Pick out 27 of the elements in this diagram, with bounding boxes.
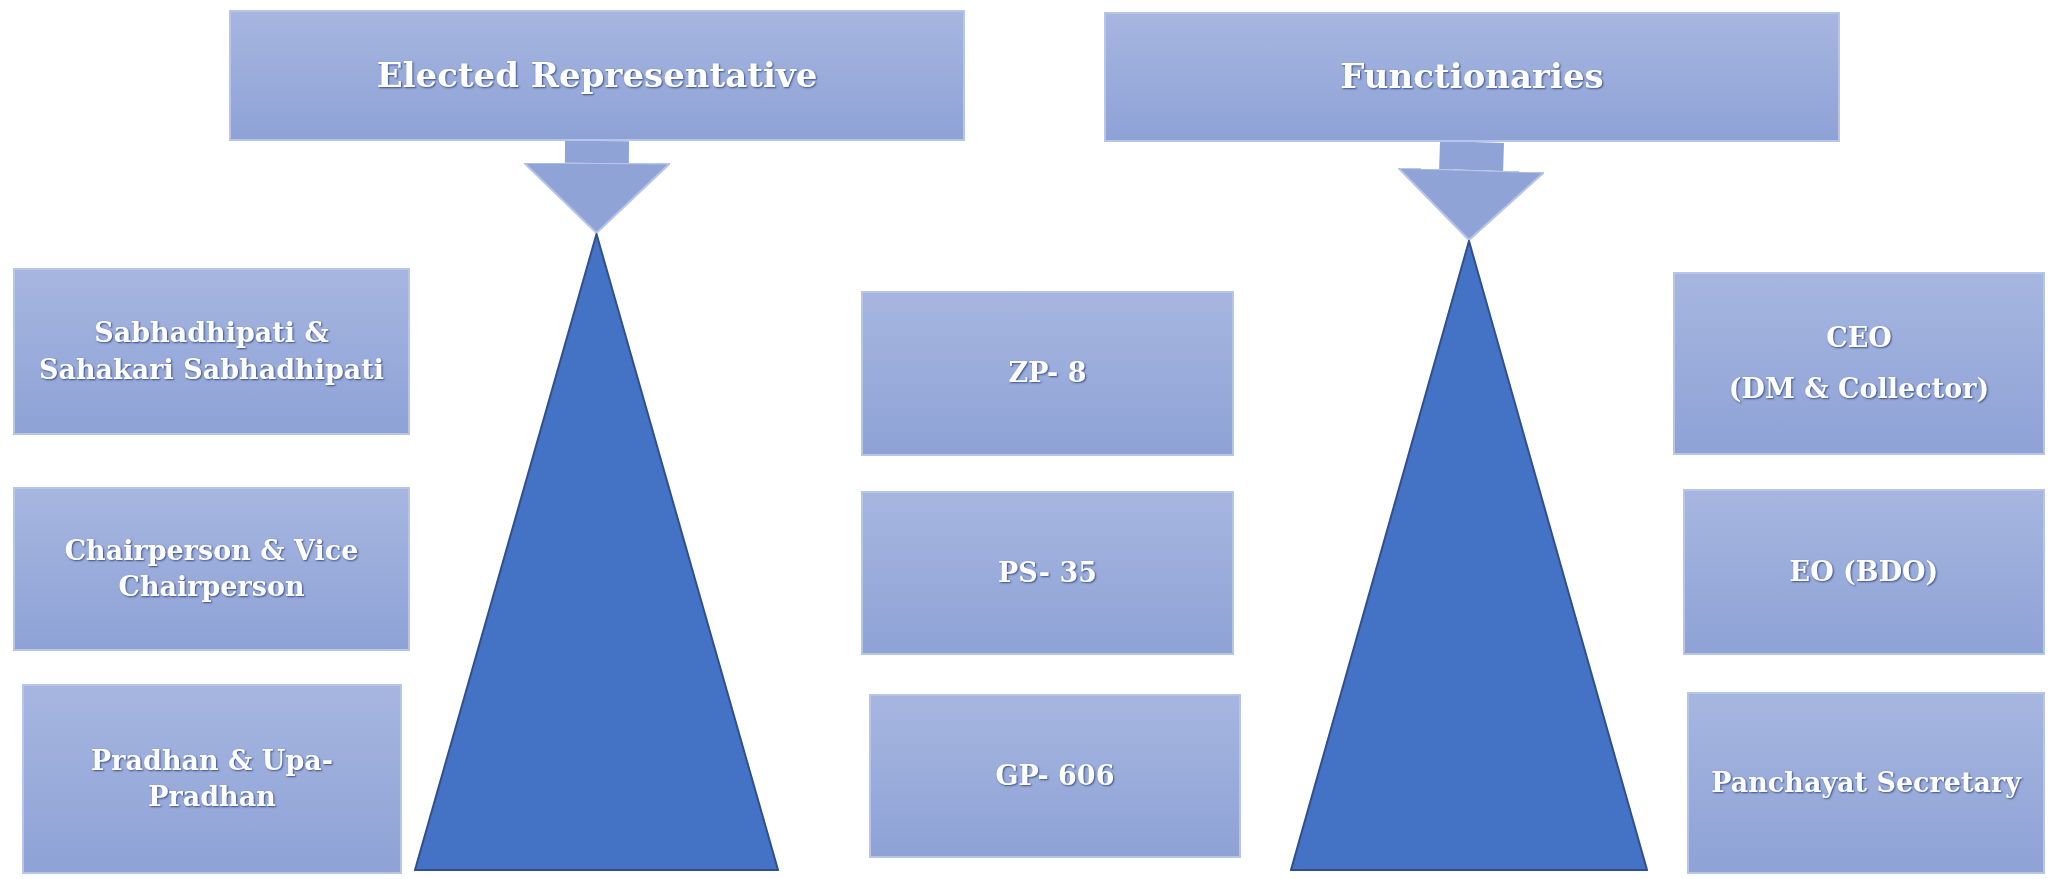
level-text: CEO (1825, 321, 1893, 356)
triangle-shape (1290, 240, 1648, 871)
level-text: GP- 606 (994, 758, 1116, 793)
level-box (13, 487, 410, 651)
header-text: Elected Representative (375, 53, 819, 97)
level-box (1683, 489, 2045, 655)
header-text: Functionaries (1339, 55, 1605, 99)
level-box (22, 684, 402, 874)
level-box (13, 268, 410, 435)
level-text: PS- 35 (997, 555, 1098, 590)
level-box (861, 291, 1234, 456)
level-box (869, 694, 1241, 858)
level-text: (DM & Collector) (1727, 371, 1991, 406)
level-box (1673, 272, 2045, 455)
level-text: Panchayat Secretary (1710, 765, 2023, 800)
level-text: ZP- 8 (1007, 356, 1088, 391)
level-box (861, 491, 1234, 655)
level-text: Sabhadhipati & Sahakari Sabhadhipati (37, 316, 386, 387)
block-arrow (1397, 140, 1546, 241)
level-text: Chairperson & Vice Chairperson (63, 533, 360, 604)
level-text: EO (BDO) (1788, 554, 1940, 589)
block-arrow (522, 140, 671, 234)
level-box (1687, 692, 2045, 874)
level-text: Pradhan & Upa-Pradhan (90, 743, 334, 814)
triangle-shape (414, 233, 779, 871)
header-box (1104, 12, 1840, 142)
header-box (229, 10, 965, 141)
